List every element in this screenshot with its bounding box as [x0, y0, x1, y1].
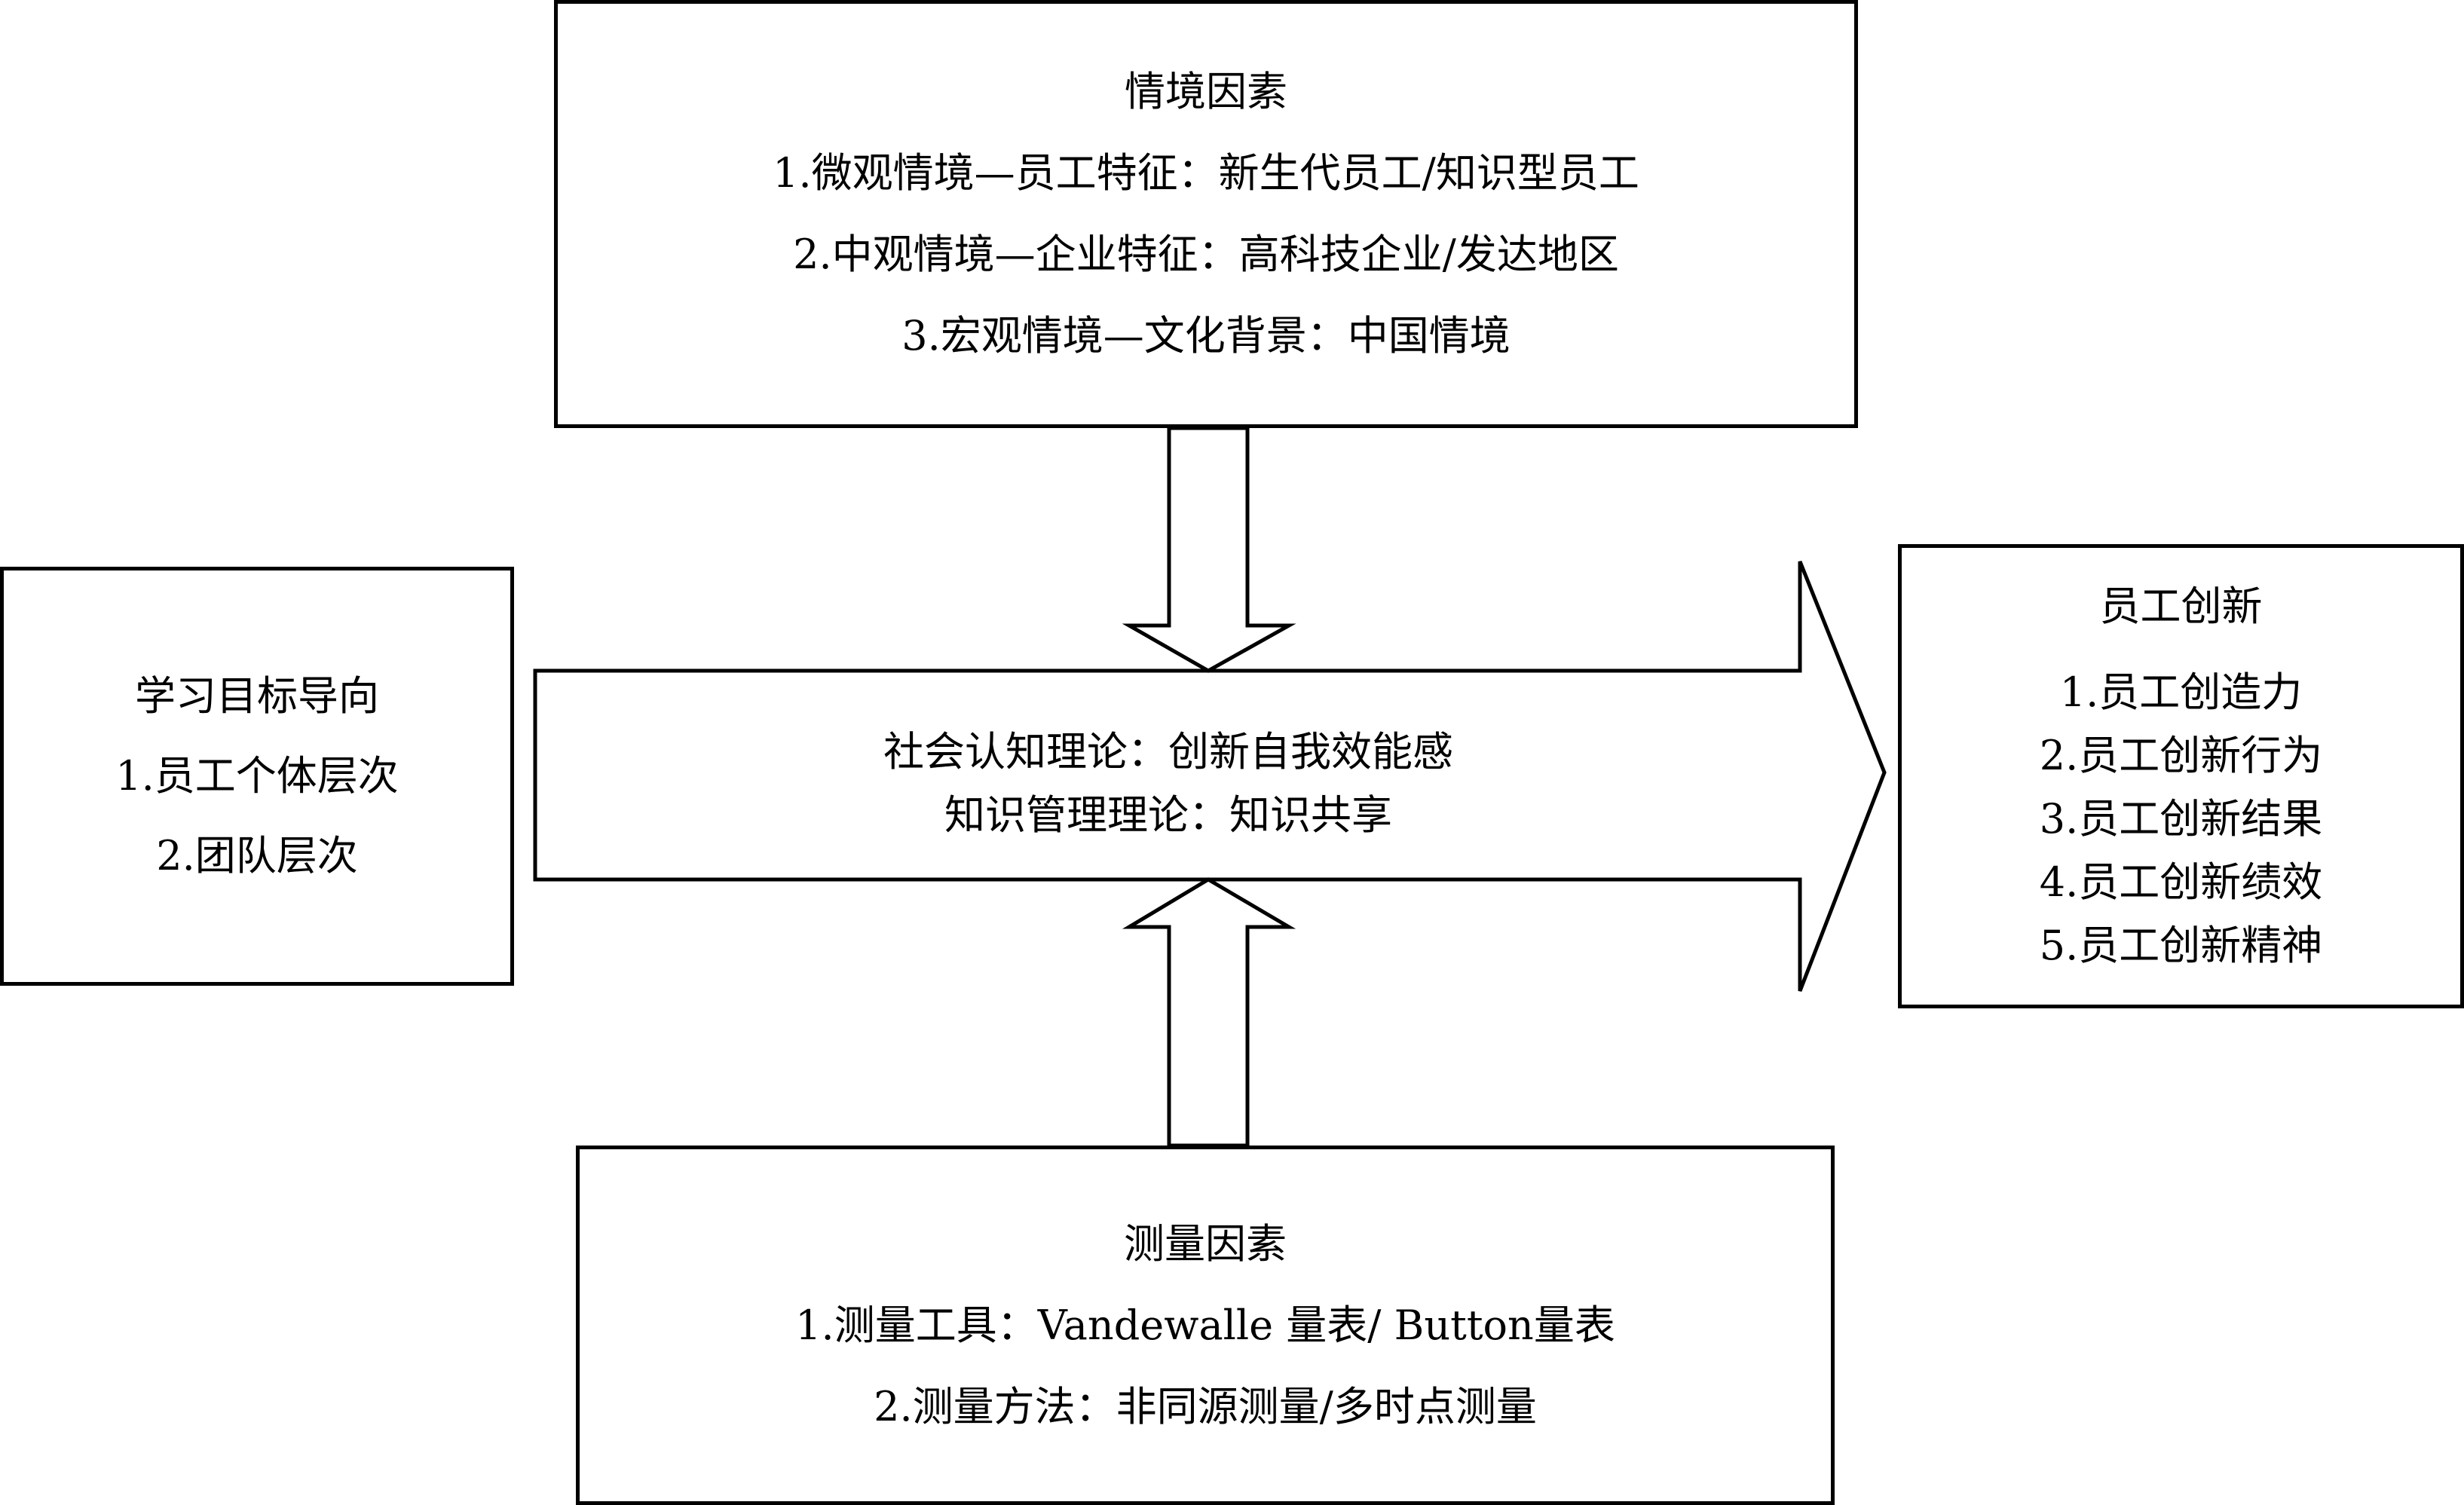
innovation-item: 2.员工创新行为: [2039, 732, 2323, 779]
measurement-item: 2.测量方法：非同源测量/多时点测量: [874, 1382, 1537, 1430]
context-factors-title: 情境因素: [1125, 68, 1287, 115]
innovation-item: 1.员工创造力: [2059, 668, 2303, 716]
learning-goal-item: 1.员工个体层次: [115, 752, 399, 800]
innovation-item: 3.员工创新结果: [2039, 795, 2323, 843]
context-factor-item: 1.微观情境—员工特征：新生代员工/知识型员工: [773, 149, 1639, 197]
innovation-item: 5.员工创新精神: [2039, 922, 2323, 969]
context-factor-item: 3.宏观情境—文化背景：中国情境: [901, 312, 1511, 359]
measurement-factors-title: 测量因素: [1124, 1219, 1287, 1268]
learning-goal-title: 学习目标导向: [135, 672, 379, 720]
measure-up-arrow: [1122, 877, 1296, 1148]
innovation-item: 4.员工创新绩效: [2039, 858, 2323, 906]
mechanism-labels: 社会认知理论：创新自我效能感 知识管理理论：知识共享: [528, 708, 1809, 859]
employee-innovation-title: 员工创新: [2099, 583, 2263, 630]
learning-goal-box: 学习目标导向 1.员工个体层次 2.团队层次: [0, 567, 514, 986]
context-factors-box: 情境因素 1.微观情境—员工特征：新生代员工/知识型员工 2.中观情境—企业特征…: [554, 0, 1858, 428]
context-factor-item: 2.中观情境—企业特征：高科技企业/发达地区: [793, 231, 1619, 278]
main-flow-arrow: [533, 561, 1887, 992]
measurement-factors-box: 测量因素 1.测量工具：Vandewalle 量表/ Button量表 2.测量…: [576, 1146, 1835, 1505]
context-down-arrow: [1122, 426, 1296, 673]
mechanism-item: 知识管理理论：知识共享: [944, 791, 1392, 839]
measurement-item: 1.测量工具：Vandewalle 量表/ Button量表: [795, 1301, 1615, 1349]
mechanism-item: 社会认知理论：创新自我效能感: [883, 728, 1453, 775]
learning-goal-item: 2.团队层次: [156, 832, 358, 879]
employee-innovation-box: 员工创新 1.员工创造力 2.员工创新行为 3.员工创新结果 4.员工创新绩效 …: [1898, 544, 2464, 1008]
